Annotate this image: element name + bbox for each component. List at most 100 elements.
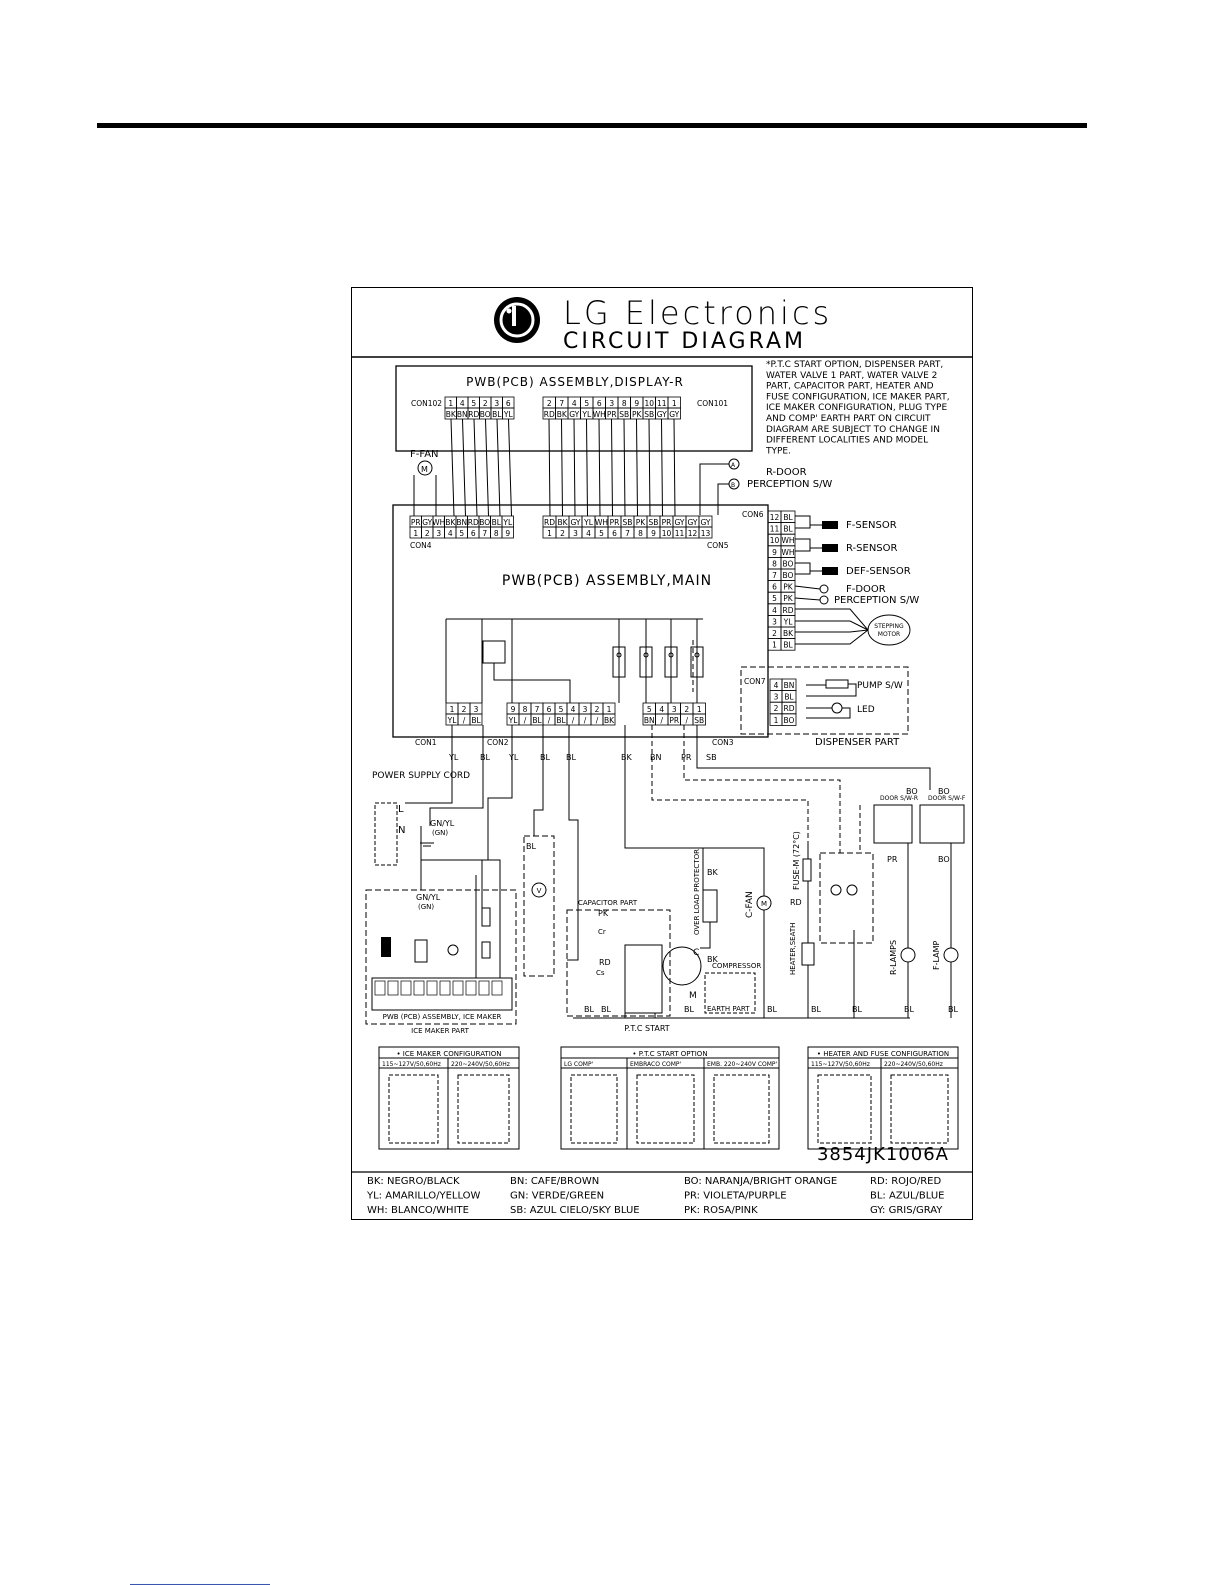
connector-cell: YL bbox=[447, 716, 458, 725]
connector-cell: 8 bbox=[638, 529, 643, 538]
connector-cell: 7 bbox=[772, 571, 777, 580]
top-rule bbox=[97, 123, 1087, 128]
legend-entry: SB: AZUL CIELO/SKY BLUE bbox=[510, 1205, 640, 1216]
ice-maker-pcb bbox=[371, 977, 513, 1011]
diagram-title: CIRCUIT DIAGRAM bbox=[563, 329, 806, 354]
connector-cell: RD bbox=[544, 410, 555, 419]
connector-cell: / bbox=[572, 716, 575, 725]
connector-cell: / bbox=[596, 716, 599, 725]
ice-maker-pcb-label: PWB (PCB) ASSEMBLY, ICE MAKER bbox=[383, 1013, 502, 1021]
connector-cell: 4 bbox=[448, 529, 453, 538]
connector-cell: BL bbox=[783, 525, 793, 534]
stepping-motor-icon bbox=[867, 614, 911, 646]
connector-cell: 3 bbox=[672, 705, 677, 714]
connector-name: CON5 bbox=[707, 541, 729, 550]
connector-cell: / bbox=[685, 716, 688, 725]
r-door-label: R-DOOR bbox=[766, 467, 807, 478]
connector-cell: 2 bbox=[560, 529, 565, 538]
note-line: ICE MAKER CONFIGURATION, PLUG TYPE bbox=[766, 403, 947, 413]
legend-entry: BL: AZUL/BLUE bbox=[870, 1191, 945, 1202]
connector-cell: 6 bbox=[547, 705, 552, 714]
r-lamp-icon bbox=[900, 947, 916, 963]
dispenser-part-label: DISPENSER PART bbox=[815, 737, 900, 748]
wire-color-label: BL bbox=[852, 1005, 862, 1014]
lg-logo bbox=[494, 297, 540, 343]
f-door-perception-label: PERCEPTION S/W bbox=[834, 595, 919, 606]
connector-cell: GY bbox=[687, 518, 697, 527]
f-lamp-icon bbox=[943, 947, 959, 963]
power-switch-icon bbox=[481, 941, 491, 959]
connector-cell: 3 bbox=[436, 529, 441, 538]
connector-cell: YL bbox=[583, 518, 594, 527]
pump-switch-icon bbox=[825, 679, 849, 689]
brand-text: LG Electronics bbox=[563, 294, 832, 332]
note-line: PART, CAPACITOR PART, HEATER AND bbox=[766, 382, 934, 392]
connector-cell: / bbox=[660, 716, 663, 725]
connector-cell: BL bbox=[783, 513, 793, 522]
connector-cell: BL bbox=[532, 716, 542, 725]
connector-cell: 7 bbox=[559, 399, 564, 408]
f-sensor-label: F-SENSOR bbox=[846, 520, 897, 531]
svg-text:M: M bbox=[761, 900, 767, 908]
ice-maker-part-box bbox=[365, 889, 517, 1025]
svg-text:MOTOR: MOTOR bbox=[878, 631, 900, 638]
connector-cell: 4 bbox=[774, 681, 779, 690]
connector-cell: YL bbox=[581, 410, 592, 419]
connector-cell: BL bbox=[556, 716, 566, 725]
svg-text:B: B bbox=[731, 482, 735, 489]
connector-cell: 1 bbox=[607, 705, 612, 714]
connector-cell: YL bbox=[503, 410, 514, 419]
connector-cell: 3 bbox=[583, 705, 588, 714]
connector-cell: PK bbox=[636, 518, 647, 527]
connector-cell: 10 bbox=[644, 399, 654, 408]
connector-cell: SB bbox=[649, 518, 659, 527]
wire-color-label: BL bbox=[684, 1005, 694, 1014]
note-line: *P.T.C START OPTION, DISPENSER PART, bbox=[766, 360, 943, 370]
door-switch-f bbox=[919, 804, 965, 844]
connector-cell: 10 bbox=[770, 536, 780, 545]
connector-cell: RD bbox=[544, 518, 555, 527]
earth-part-box bbox=[704, 972, 756, 1014]
connector-cell: GY bbox=[569, 410, 579, 419]
wire-color-label: YL bbox=[508, 753, 519, 762]
ptc-start-label: P.T.C START bbox=[624, 1024, 670, 1033]
connector-cell: / bbox=[463, 716, 466, 725]
connector-cell: 12 bbox=[770, 513, 780, 522]
pump-sw-label: PUMP S/W bbox=[857, 681, 903, 691]
svg-text:M: M bbox=[689, 991, 697, 1001]
connector-name: CON7 bbox=[744, 677, 766, 686]
ice-gnyl-label: GN/YL bbox=[416, 893, 441, 902]
connector-cell: BK bbox=[557, 410, 568, 419]
connector-cell: 9 bbox=[772, 548, 777, 557]
connector-cell: GY bbox=[657, 410, 667, 419]
fuse-72-label: FUSE-M (72°C) bbox=[792, 831, 801, 890]
connector-cell: GY bbox=[674, 518, 684, 527]
connector-cell: 9 bbox=[651, 529, 656, 538]
fuse-72-icon bbox=[802, 858, 812, 882]
config-box-title: • P.T.C START OPTION bbox=[632, 1050, 707, 1058]
connector-cell: 5 bbox=[459, 529, 464, 538]
connector-cell: 6 bbox=[506, 399, 511, 408]
connector-cell: BK bbox=[604, 716, 615, 725]
connector-cell: 1 bbox=[413, 529, 418, 538]
config-column-header: 220~240V/50,60Hz bbox=[884, 1061, 943, 1068]
gnyl-label: GN/YL bbox=[430, 819, 455, 828]
connector-cell: 2 bbox=[774, 704, 779, 713]
connector-cell: 11 bbox=[657, 399, 667, 408]
connector-cell: 6 bbox=[612, 529, 617, 538]
f-fan-motor-icon bbox=[417, 460, 433, 476]
r-lamps-label: R-LAMPS bbox=[889, 940, 898, 975]
connector-cell: 2 bbox=[425, 529, 430, 538]
connector-cell: PR bbox=[607, 410, 617, 419]
connector-cell: 3 bbox=[609, 399, 614, 408]
ptc-start-box bbox=[624, 944, 663, 1014]
connector-cell: 6 bbox=[471, 529, 476, 538]
connector-cell: 3 bbox=[573, 529, 578, 538]
option-note: *P.T.C START OPTION, DISPENSER PART,WATE… bbox=[765, 360, 950, 456]
connector-cell: BO bbox=[784, 716, 795, 725]
wire-color-label: YL bbox=[448, 753, 459, 762]
config-column-header: 220~240V/50,60Hz bbox=[451, 1061, 510, 1068]
wire-color-label: BO bbox=[938, 787, 950, 796]
